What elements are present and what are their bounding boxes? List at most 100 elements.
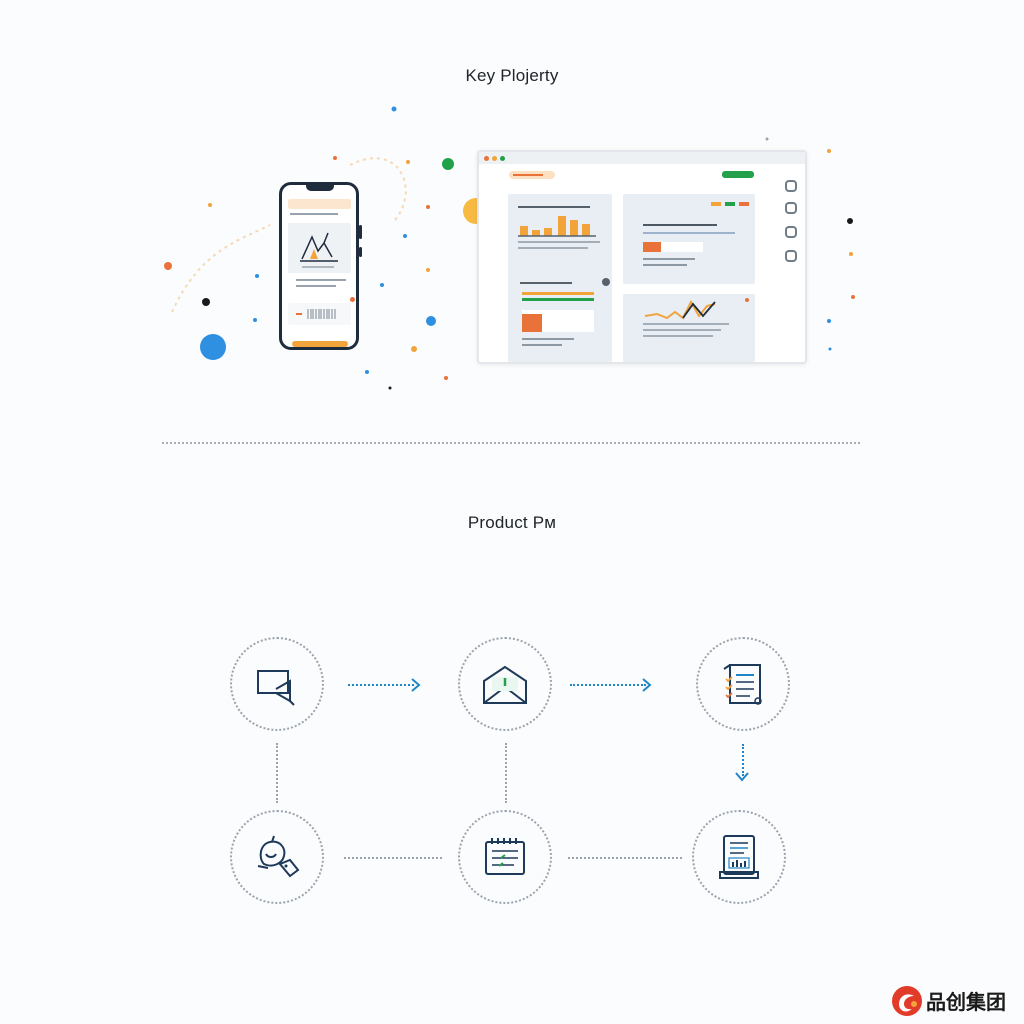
- flow-arrow-1-2: [348, 684, 414, 686]
- tray-icon: [785, 250, 797, 262]
- legend-swatch: [739, 202, 749, 206]
- brand-logo-icon: [892, 986, 922, 1016]
- arrowhead-down: [735, 772, 749, 782]
- presentation-icon: [257, 670, 295, 706]
- dot: [208, 203, 212, 207]
- phone-notch: [306, 184, 334, 191]
- line-chart-panel: [623, 294, 755, 362]
- dot: [333, 156, 337, 160]
- phone-text-line: [290, 213, 338, 215]
- legend-swatch: [725, 202, 735, 206]
- dot: [365, 370, 369, 374]
- dot: [255, 274, 259, 278]
- phone-side-button: [359, 225, 362, 239]
- image-icon: [785, 226, 797, 238]
- browser-mockup: [477, 150, 807, 364]
- phone-badge: [350, 297, 355, 302]
- dot: [200, 334, 226, 360]
- dot: [406, 160, 410, 164]
- bar-chart-panel: [508, 194, 612, 280]
- flow-node: [230, 810, 324, 904]
- flow-connector: [276, 743, 278, 803]
- flow-connector: [568, 857, 682, 859]
- panel-badge: [602, 278, 610, 286]
- address-bar: [509, 171, 555, 179]
- dot: [411, 346, 417, 352]
- envelope-icon: [483, 665, 527, 704]
- checklist-document-icon: [723, 664, 762, 705]
- line-chart-icon: [643, 298, 749, 337]
- dot: [851, 295, 855, 299]
- phone-bottom-bar: [292, 341, 348, 347]
- bar-chart-icon: [518, 216, 600, 249]
- dot: [827, 319, 831, 323]
- dot: [403, 234, 407, 238]
- dot: [253, 318, 257, 322]
- brand-logo: 品创集团: [890, 984, 1014, 1018]
- progress-panel: [508, 276, 612, 362]
- progress-line-orange: [522, 292, 594, 295]
- dotted-arc-left: [171, 224, 271, 313]
- section-divider: [162, 442, 860, 444]
- phone-side-button: [359, 247, 362, 257]
- dot: [444, 376, 448, 380]
- dot: [164, 262, 172, 270]
- phone-text-line: [296, 279, 346, 281]
- dotted-arc-right: [349, 157, 407, 221]
- panel-text-line: [643, 264, 687, 266]
- flow-node: [458, 637, 552, 731]
- legend-swatch: [711, 202, 721, 206]
- analytics-report-icon: [719, 835, 759, 879]
- flow-connector: [344, 857, 442, 859]
- phone-mockup: [279, 182, 362, 350]
- flow-arrow-2-3: [570, 684, 646, 686]
- flow-node: [692, 810, 786, 904]
- phone-header-bar: [288, 199, 351, 209]
- panel-text-line: [522, 338, 574, 340]
- dot: [426, 316, 436, 326]
- dot: [380, 283, 384, 287]
- arrowhead-right: [642, 678, 652, 692]
- phone-chart-card: [288, 223, 351, 273]
- planner-document-icon: [485, 838, 525, 875]
- summary-bar: [643, 242, 703, 252]
- brand-logo-text: 品创集团: [926, 992, 1006, 1014]
- dot: [442, 158, 454, 170]
- barcode-icon: [296, 309, 336, 319]
- dot: [847, 218, 853, 224]
- panel-title-line: [643, 224, 717, 226]
- dot: [426, 205, 430, 209]
- progress-block: [522, 314, 542, 332]
- panel-text-line: [522, 344, 562, 346]
- browser-titlebar: [479, 152, 805, 164]
- flow-node: [696, 637, 790, 731]
- progress-line-green: [522, 298, 594, 301]
- window-dot: [500, 156, 505, 161]
- panel-title-line: [518, 206, 590, 208]
- phone-barcode-card: [288, 303, 351, 325]
- dot: [388, 386, 392, 390]
- window-dot: [484, 156, 489, 161]
- dot: [765, 137, 769, 141]
- chart-icon: [300, 232, 338, 268]
- flow-connector: [505, 743, 507, 803]
- arrowhead-right: [411, 678, 421, 692]
- dot: [391, 106, 397, 112]
- panel-text-line: [643, 232, 735, 234]
- flow-arrow-3-4: [742, 744, 744, 776]
- panel-title-line: [520, 282, 572, 284]
- dot: [849, 252, 853, 256]
- panel-text-line: [643, 258, 695, 260]
- window-dot: [492, 156, 497, 161]
- phone-text-line: [296, 285, 336, 287]
- top-heading: Key Plojerty: [465, 66, 559, 85]
- chart-up-icon: [785, 202, 797, 214]
- dot: [828, 347, 832, 351]
- dot: [827, 149, 831, 153]
- flow-node: [458, 810, 552, 904]
- green-action-button: [722, 171, 754, 178]
- dot: [202, 298, 210, 306]
- flow-node: [230, 637, 324, 731]
- dot: [426, 268, 430, 272]
- gauge-icon: [785, 180, 797, 192]
